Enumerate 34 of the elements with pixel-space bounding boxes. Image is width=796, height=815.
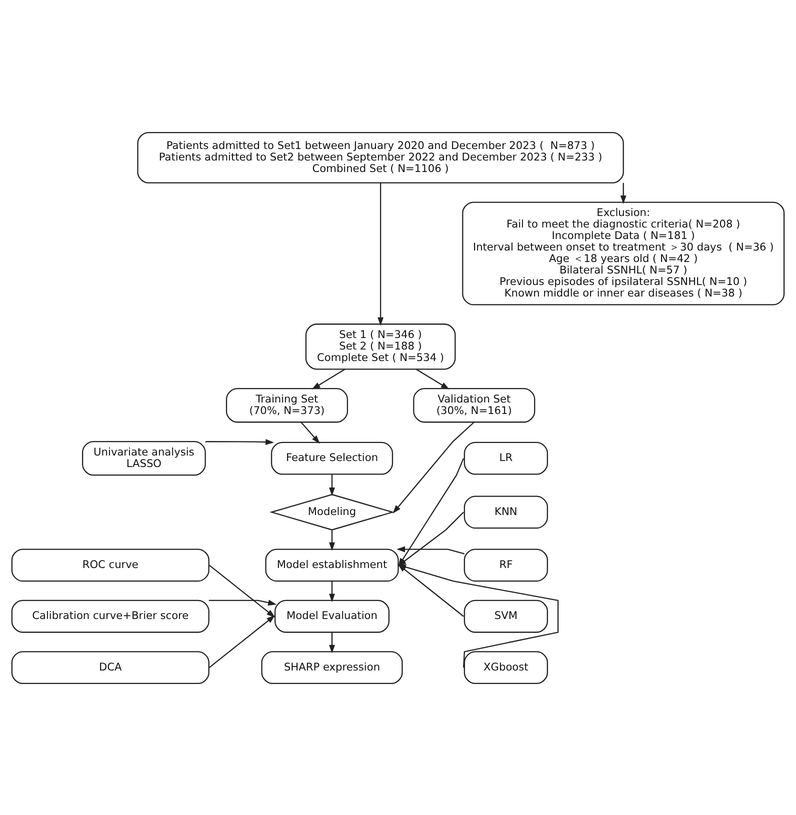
arrow bbox=[208, 564, 276, 617]
node-box: RF bbox=[464, 548, 548, 582]
node-box: Model establishment bbox=[265, 548, 399, 582]
node-box: DCA bbox=[11, 650, 210, 684]
arrow bbox=[208, 614, 276, 668]
node-box: SVM bbox=[464, 599, 548, 632]
node-box: LR bbox=[464, 441, 548, 474]
node-box: Training Set (70%, N=373) bbox=[226, 388, 348, 422]
node-box: SHARP expression bbox=[261, 650, 403, 684]
arrow bbox=[329, 530, 335, 550]
arrow bbox=[205, 438, 274, 444]
node-box: XGboost bbox=[464, 650, 548, 684]
node-box: Patients admitted to Set1 between January 2020 and December 2023 ( N=873 ) Patients admitted to Set2 between September 2022 and December 2023 ( N=233 ) Combined Set ( N=1106 ) bbox=[137, 131, 624, 183]
node-box: Validation Set (30%, N=161) bbox=[413, 388, 536, 422]
arrow bbox=[329, 580, 335, 602]
arrow bbox=[300, 421, 320, 444]
arrow bbox=[396, 546, 465, 554]
node-box: KNN bbox=[464, 495, 548, 528]
arrow bbox=[208, 599, 277, 606]
node-box: Feature Selection bbox=[270, 441, 394, 474]
arrow bbox=[416, 368, 450, 389]
arrow bbox=[620, 182, 626, 204]
node-box: ROC curve bbox=[11, 548, 210, 582]
arrow bbox=[329, 474, 335, 496]
node-box: Set 1 ( N=346 ) Set 2 ( N=188 ) Complete Set ( N=534 ) bbox=[305, 323, 456, 370]
node-box: Model Evaluation bbox=[274, 599, 390, 632]
node-box: Calibration curve+Brier score bbox=[11, 599, 210, 632]
node-box: Exclusion: Fail to meet the diagnostic criteria( N=208 ) Incomplete Data ( N=181 ) Interval between onset to treatment ＞30 days ( N=36 ) Age ＜18 years old ( N=42 ) Bilateral SSNHL( N=57 ) Previous episodes of ipsilateral SSNHL( N=10 ) Known middle or inner ear diseases ( N=38 ) bbox=[462, 201, 785, 305]
arrow bbox=[329, 632, 335, 653]
node-box: Univariate analysis LASSO bbox=[82, 440, 206, 476]
arrow bbox=[312, 368, 346, 389]
node-diamond: Modeling bbox=[269, 493, 395, 530]
arrow bbox=[378, 182, 384, 326]
arrow bbox=[392, 421, 475, 514]
